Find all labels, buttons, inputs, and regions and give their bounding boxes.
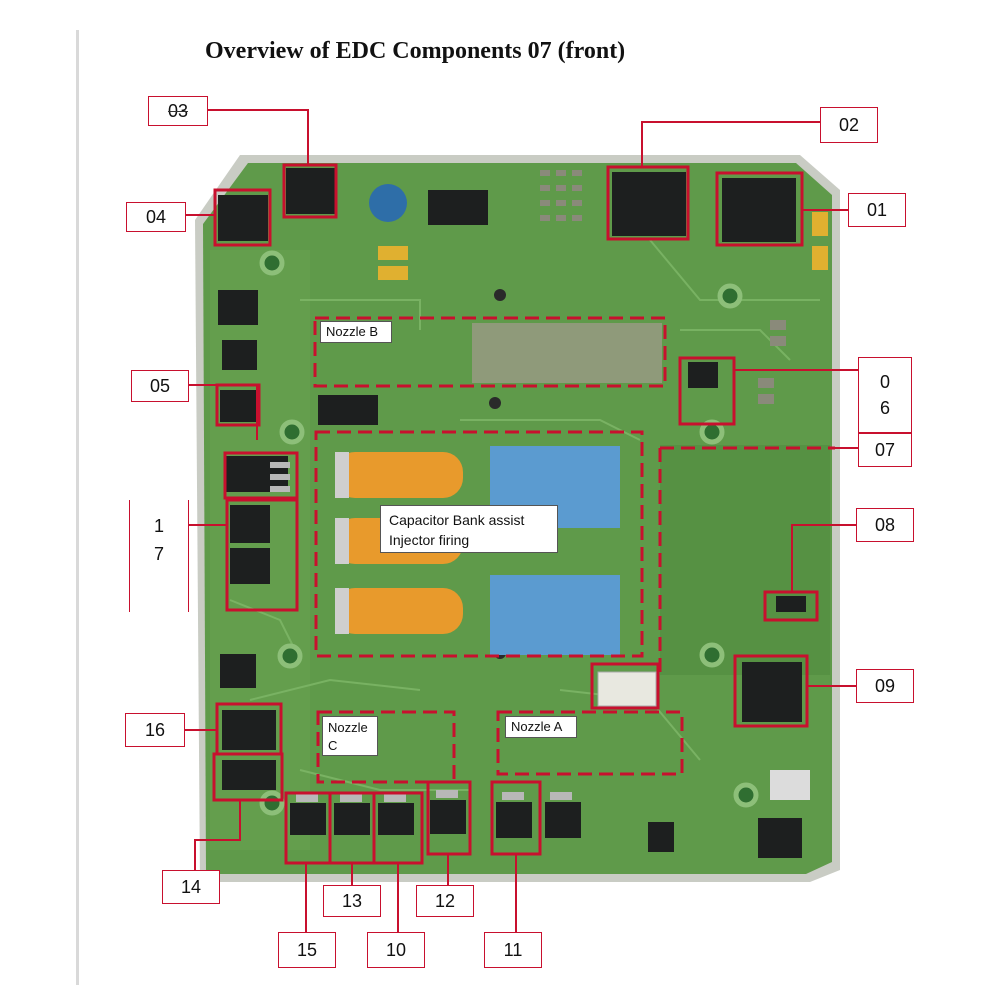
region-nozzle-b [313, 316, 667, 388]
page-left-rule [76, 30, 79, 985]
note-capacitor-line1: Capacitor Bank assist [389, 512, 525, 528]
label-02: 02 [820, 107, 878, 143]
connector-pins [472, 323, 662, 383]
pcb-shade-right [660, 445, 830, 675]
label-06-line2: 6 [879, 398, 890, 418]
box-17a [223, 451, 299, 500]
label-07: 07 [858, 433, 912, 467]
label-17-line1: 1 [153, 516, 164, 536]
region-nozzle-a [496, 710, 684, 776]
label-09: 09 [856, 669, 914, 703]
label-12: 12 [416, 885, 474, 917]
label-13: 13 [323, 885, 381, 917]
region-07 [658, 446, 835, 672]
box-03 [282, 163, 338, 219]
box-capacitor-small [590, 662, 660, 710]
label-10: 10 [367, 932, 425, 968]
label-11: 11 [484, 932, 542, 968]
note-nozzle-c: Nozzle C [322, 716, 378, 756]
label-08: 08 [856, 508, 914, 542]
leader-lines [148, 109, 860, 932]
label-14: 14 [162, 870, 220, 904]
note-capacitor-bank: Capacitor Bank assist Injector firing [380, 505, 558, 553]
label-16: 16 [125, 713, 185, 747]
label-04: 04 [126, 202, 186, 232]
box-04 [213, 188, 272, 247]
box-06 [678, 356, 736, 426]
component-pins [270, 462, 572, 802]
label-01: 01 [848, 193, 906, 227]
label-17-line2: 7 [153, 544, 164, 564]
label-pad [770, 770, 810, 800]
leader-08 [791, 524, 856, 592]
note-nozzle-b: Nozzle B [320, 321, 392, 343]
label-15: 15 [278, 932, 336, 968]
box-02 [606, 165, 690, 241]
label-06: 0 6 [858, 357, 912, 433]
smd-chips [218, 168, 806, 858]
test-connector [597, 671, 657, 707]
label-06-line1: 0 [879, 372, 890, 392]
leader-14 [194, 800, 241, 870]
label-17: 1 7 [129, 500, 189, 612]
leader-02 [641, 121, 820, 167]
mounting-holes [259, 250, 759, 816]
note-nozzle-c-line1: Nozzle [328, 720, 368, 735]
label-03: 03 [148, 96, 208, 126]
smd-parts [540, 170, 786, 404]
box-09 [733, 654, 809, 728]
note-capacitor-line2: Injector firing [389, 532, 470, 548]
region-nozzle-c [316, 710, 456, 784]
dashed-regions [313, 316, 835, 784]
blue-capacitor [369, 184, 407, 222]
leader-05 [188, 384, 258, 440]
component-boxes [212, 163, 819, 865]
page-title: Overview of EDC Components 07 (front) [205, 38, 626, 64]
tantalum-caps [378, 212, 828, 280]
label-05: 05 [131, 370, 189, 402]
box-14 [212, 752, 284, 802]
region-capacitor-bank [314, 430, 644, 658]
note-nozzle-a: Nozzle A [505, 716, 577, 738]
note-nozzle-c-line2: C [328, 738, 338, 753]
box-17b [225, 498, 299, 612]
